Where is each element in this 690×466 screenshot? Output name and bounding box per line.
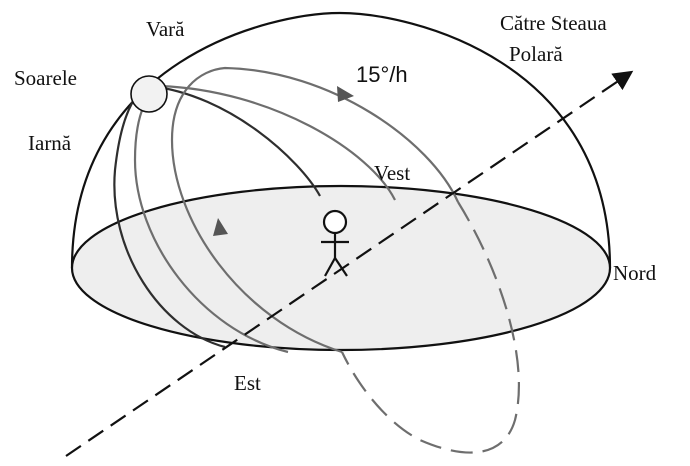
label-winter: Iarnă	[28, 131, 72, 155]
summer-sun-path	[170, 66, 460, 354]
path-direction-arrow-left	[213, 218, 228, 236]
summer-sun-path-below-horizon	[341, 201, 521, 454]
dome-outline	[70, 11, 612, 269]
label-sun: Soarele	[14, 66, 77, 90]
sun-icon	[130, 75, 168, 113]
label-polaris-line2: Polară	[509, 42, 563, 66]
winter-sun-path	[113, 84, 321, 349]
label-north: Nord	[613, 261, 657, 285]
label-rate: 15°/h	[356, 62, 408, 87]
label-west: Vest	[374, 161, 410, 185]
label-summer: Vară	[146, 17, 185, 41]
label-east: Est	[234, 371, 261, 395]
label-polaris-line1: Către Steaua	[500, 11, 607, 35]
polar-axis-line	[65, 70, 634, 457]
observer-icon	[321, 209, 349, 277]
path-direction-arrow-top	[337, 86, 354, 102]
